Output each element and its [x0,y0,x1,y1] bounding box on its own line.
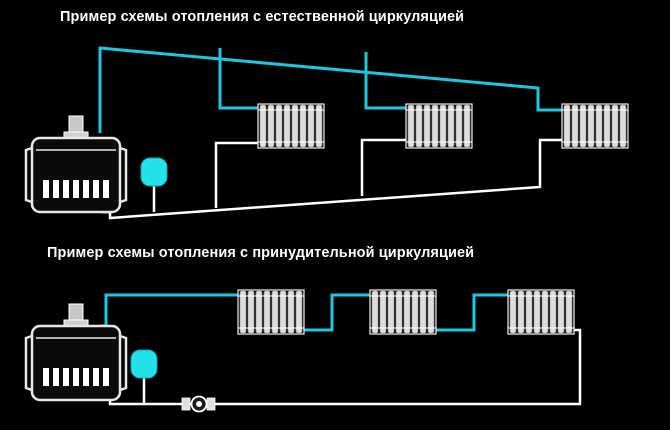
supply-pipe [98,46,562,133]
expansion-tank-icon [140,157,168,187]
circulation-pump-icon [181,395,216,413]
return-pipe [101,138,562,220]
expansion-tank-icon [130,349,158,379]
radiator-icon [405,103,473,149]
title-forced-circulation: Пример схемы отопления с принудительной … [47,245,475,261]
boiler-icon [24,114,128,214]
radiator-icon [237,289,305,335]
radiator-icon [561,103,629,149]
title-natural-circulation: Пример схемы отопления с естественной ци… [60,9,465,25]
forced-circulation-scheme [24,289,582,413]
boiler-icon [24,302,128,402]
radiator-icon [507,289,575,335]
radiator-icon [257,103,325,149]
return-pipe [101,328,582,406]
radiator-icon [369,289,437,335]
natural-circulation-scheme [24,46,629,220]
